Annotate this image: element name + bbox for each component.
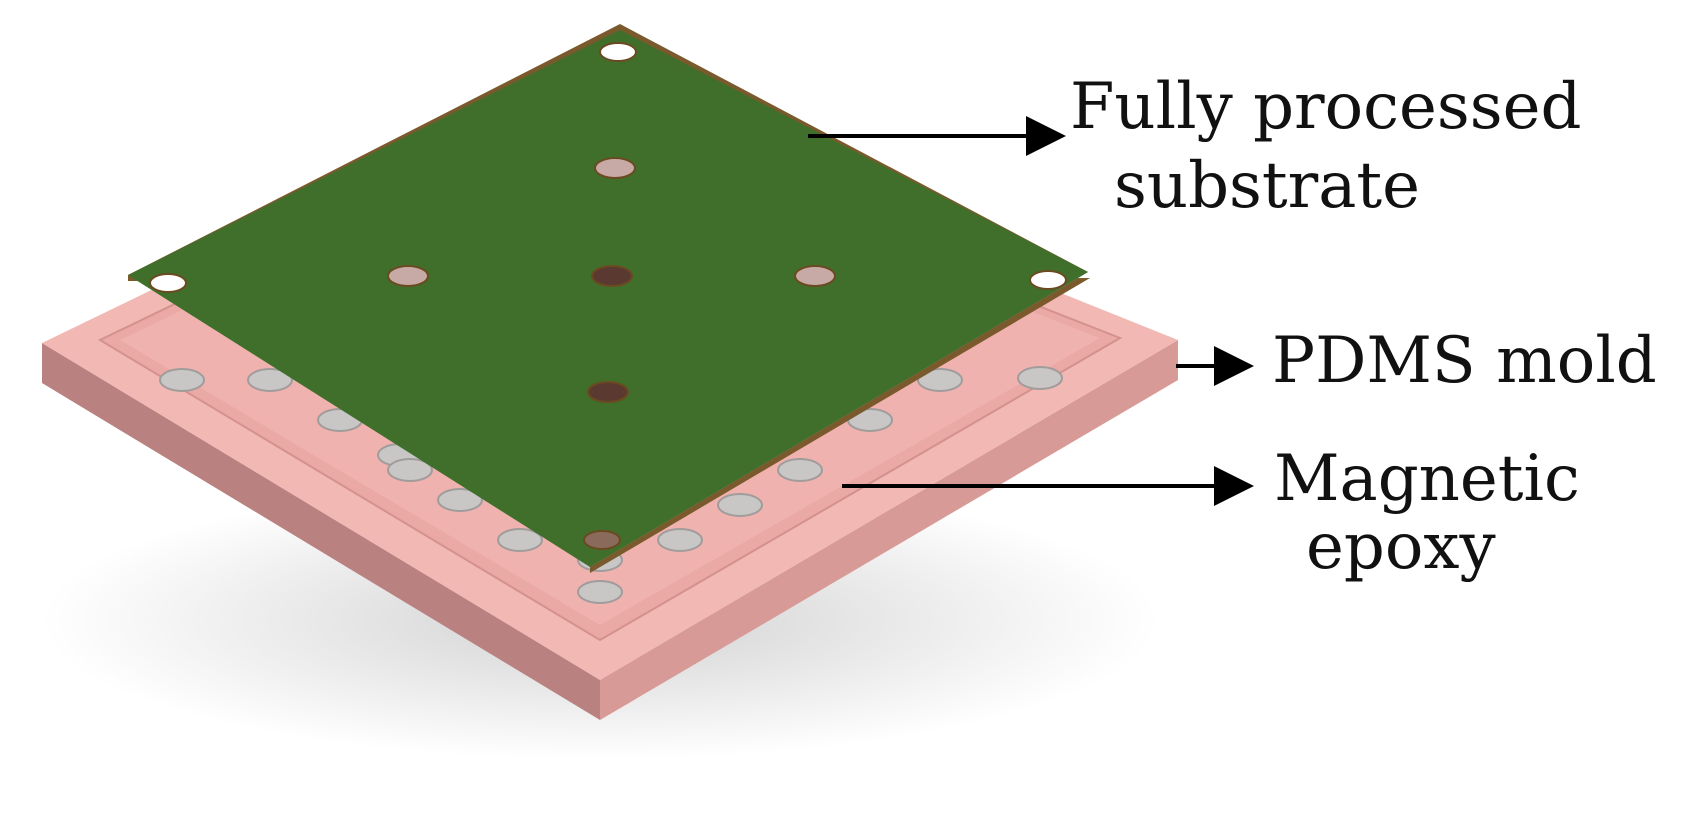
epoxy-disc-grid	[159, 366, 1063, 604]
substrate-top	[128, 30, 1088, 567]
substrate-label-line2: substrate	[1114, 149, 1420, 223]
mold-right-face	[600, 340, 1178, 720]
substrate-hole	[794, 265, 836, 287]
epoxy-disc	[247, 368, 293, 392]
epoxy-disc	[917, 368, 963, 392]
epoxy-disc	[657, 528, 703, 552]
epoxy-disc	[497, 528, 543, 552]
substrate-hole	[594, 157, 636, 179]
pdms-label: PDMS mold	[1272, 324, 1657, 398]
substrate-sheen	[128, 30, 1088, 567]
epoxy-label-line2: epoxy	[1306, 510, 1496, 584]
substrate-hole	[599, 42, 637, 62]
epoxy-disc	[577, 580, 623, 604]
epoxy-disc	[777, 458, 823, 482]
substrate-hole	[591, 265, 633, 287]
epoxy-label-line1: Magnetic	[1274, 442, 1580, 516]
epoxy-disc	[437, 488, 483, 512]
substrate-label-line1: Fully processed	[1070, 70, 1581, 144]
epoxy-disc	[717, 493, 763, 517]
mold-left-face	[42, 343, 600, 720]
substrate-board	[128, 24, 1090, 573]
substrate-hole	[583, 530, 621, 550]
epoxy-disc	[387, 458, 433, 482]
substrate-hole	[1029, 270, 1067, 290]
substrate-hole	[587, 381, 629, 403]
substrate-hole	[149, 273, 187, 293]
epoxy-disc	[159, 368, 205, 392]
substrate-hole	[387, 265, 429, 287]
epoxy-disc	[1017, 366, 1063, 390]
